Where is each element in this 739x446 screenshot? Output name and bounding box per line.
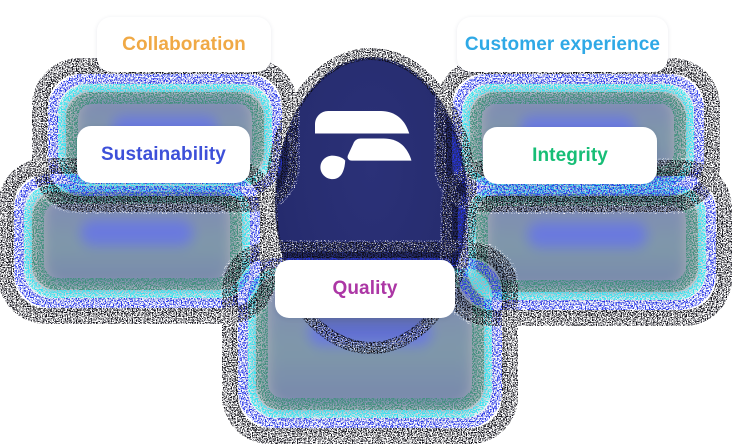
value-card-customer-experience: Customer experience <box>457 17 668 72</box>
value-card-collaboration: Collaboration <box>97 17 271 72</box>
value-label-sustainability: Sustainability <box>101 143 226 165</box>
ghost-text-line <box>527 221 647 248</box>
value-label-quality: Quality <box>332 278 398 299</box>
ghost-text-line <box>80 219 194 246</box>
brand-f-logo-icon <box>315 111 412 180</box>
value-card-sustainability: Sustainability <box>77 126 250 183</box>
ghost-card-middle-left <box>28 188 246 294</box>
value-card-quality: Quality <box>275 260 455 318</box>
value-card-integrity: Integrity <box>483 127 657 184</box>
value-label-collaboration: Collaboration <box>122 33 246 55</box>
value-label-integrity: Integrity <box>532 144 608 166</box>
ghost-card-middle-right <box>472 190 702 296</box>
value-label-customer-experience: Customer experience <box>464 33 661 55</box>
